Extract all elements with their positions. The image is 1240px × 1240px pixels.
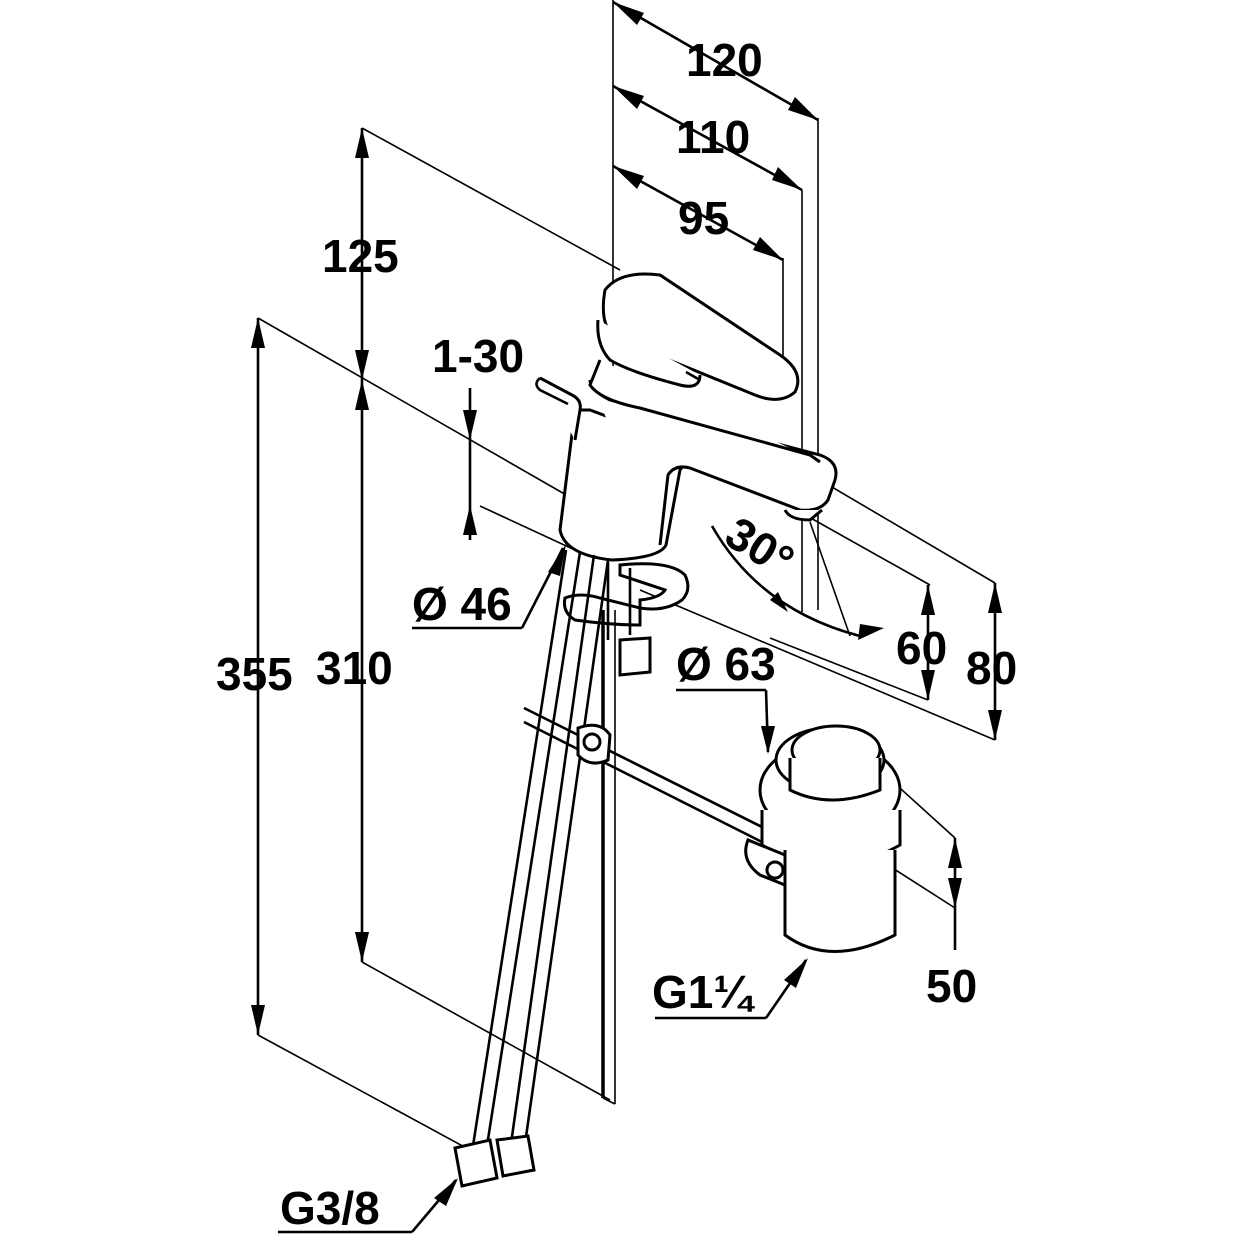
label-50: 50 [926, 960, 977, 1012]
label-dia-63: Ø 63 [676, 638, 776, 690]
label-125: 125 [322, 230, 399, 282]
label-dia-46: Ø 46 [412, 578, 512, 630]
dimension-lines [251, 0, 1002, 1234]
label-310: 310 [316, 642, 393, 694]
dimension-labels: 120 110 95 125 1-30 Ø 46 355 310 30° 60 … [216, 34, 1017, 1234]
label-120: 120 [686, 34, 763, 86]
waste-fitting [744, 724, 902, 953]
supply-hoses [453, 549, 616, 1188]
label-110: 110 [676, 111, 750, 163]
extension-lines [257, 0, 996, 1151]
pop-up-linkage [523, 706, 769, 844]
label-1-30: 1-30 [432, 330, 524, 382]
label-g3-8: G3/8 [280, 1182, 380, 1234]
label-355: 355 [216, 648, 293, 700]
mixer-tap [535, 272, 838, 677]
label-80: 80 [966, 642, 1017, 694]
label-60: 60 [896, 622, 947, 674]
label-30-degrees: 30° [717, 506, 804, 587]
label-g1-quarter: G1¼ [652, 966, 755, 1018]
label-95: 95 [678, 192, 729, 244]
